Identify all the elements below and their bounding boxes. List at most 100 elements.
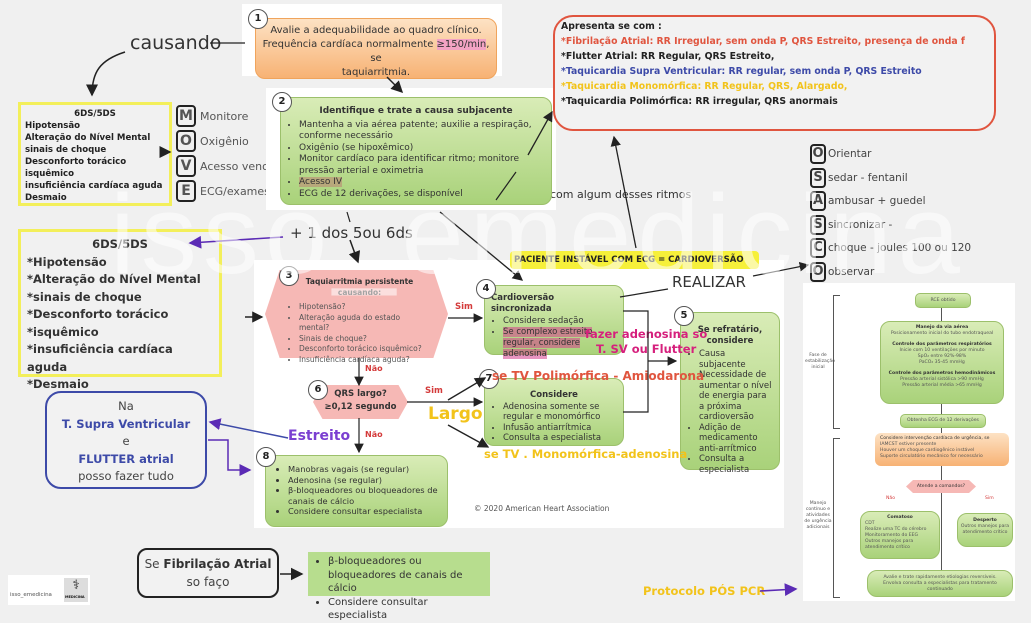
rhythm-item: *Taquicardia Monomórfica: RR Regular, QR…: [561, 81, 848, 92]
fa-green-item: Considere consultar especialista: [328, 596, 486, 623]
osasco-letter: S: [810, 167, 826, 188]
pos-pcr-s6: Comatoso CDT Realize uma TC do cérebro M…: [860, 511, 940, 559]
fa-line1-prefix: Se: [144, 557, 164, 571]
box-6ds-small-item: Desmaio: [25, 193, 67, 203]
move-text: Oxigênio: [200, 135, 249, 148]
step2-item: Acesso IV: [299, 177, 545, 189]
step2-item-text: Monitor cardíaco para identificar ritmo;…: [299, 154, 520, 176]
step4-item: Se complexo estreito regular, considere …: [503, 327, 617, 360]
step2-item: Monitor cardíaco para identificar ritmo;…: [299, 154, 545, 177]
label-realizar: REALIZAR: [672, 273, 746, 291]
box-6ds-large-item: *Alteração do Nível Mental: [27, 272, 201, 286]
osasco-letter: C: [810, 238, 826, 258]
copyright: © 2020 American Heart Association: [474, 504, 610, 513]
step7-item: Infusão antiarrítmica: [503, 423, 617, 434]
label-causando: causando: [130, 32, 222, 54]
step2-box: Identifique e trate a causa subjacente M…: [280, 97, 552, 205]
pos-pcr-s6-item: Realize uma TC do cérebro: [865, 527, 927, 532]
step2-item: Oxigênio (se hipoxêmico): [299, 143, 545, 155]
step5-item: Necessidade de aumentar o nível de energ…: [699, 370, 773, 423]
note-adenosina: fazer adenosina so T. SV ou Flutter: [585, 327, 707, 357]
rhythm-item: *Flutter Atrial: RR Regular, QRS Estreit…: [561, 51, 775, 62]
step6-content: QRS largo? ≥0,12 segundo: [318, 388, 403, 414]
pos-pcr-s4: Considere intervenção cardíaca de urgênc…: [875, 433, 1009, 466]
pos-pcr-s8: Avalie e trate rapidamente etiologias re…: [867, 570, 1013, 597]
logo-badge: MEDICINA: [65, 595, 85, 599]
step8-item: β-bloqueadores ou bloqueadores de canais…: [288, 485, 441, 506]
phase2-label: Manejo contínuo e atividades de urgência…: [804, 501, 832, 530]
step1-highlight: ≥150/min: [436, 39, 487, 50]
osasco-letter: O: [810, 261, 826, 282]
box-6ds-small-item: Hipotensão: [25, 121, 81, 131]
box-6ds-small: 6DS/5DS Hipotensão Alteração do Nível Me…: [18, 102, 172, 206]
step1-box: Avalie a adequabilidade ao quadro clínic…: [255, 18, 497, 79]
osasco-text: sedar - fentanil: [828, 171, 908, 184]
phase1-label: Fase de estabilização inicial: [805, 353, 835, 370]
step6-line2: ≥0,12 segundo: [324, 402, 397, 412]
step3-number: 3: [279, 266, 299, 286]
note-adenosina-line1: fazer adenosina so: [585, 327, 708, 341]
step3-item: Sinais de choque?: [299, 334, 432, 345]
svt-line: T. Supra Ventricular: [61, 416, 191, 431]
move-letter: O: [176, 130, 196, 152]
box-6ds-large-item: *insuficiência cardíaca aguda: [27, 342, 173, 374]
fa-line1-bold: Fibrilação Atrial: [163, 557, 272, 571]
osasco-letter: S: [810, 214, 826, 235]
pos-pcr-s5: Atende a comandos?: [906, 480, 976, 493]
osasco-text: Orientar: [828, 148, 872, 160]
step8-item: Adenosina (se regular): [288, 475, 441, 486]
banner-instavel: PACIENTE INSTÁVEL COM ECG = CARDIOVERSÃO: [510, 251, 759, 269]
logo: isso_emedicina ⚕ MEDICINA: [8, 575, 90, 605]
step4-number: 4: [476, 279, 496, 299]
pos-pcr-s7-title: Desperto: [973, 518, 997, 523]
box-6ds-small-item: Desconforto torácico isquêmico: [25, 157, 127, 179]
note-adenosina-line2: T. SV ou Flutter: [596, 342, 697, 356]
osasco-text: observar: [828, 265, 875, 278]
note-tv-monomorfica: se TV . Monomórfica-adenosina: [484, 447, 688, 461]
pos-pcr-s6-item: Monitoramento do EEG: [865, 533, 919, 538]
label-nao-step6: Não: [365, 430, 383, 439]
step5-box: Se refratário, considere Causa subjacent…: [680, 312, 780, 475]
box-6ds-small-title: 6DS/5DS: [74, 109, 116, 119]
box-6ds-small-item: sinais de choque: [25, 145, 107, 155]
pos-pcr-s3: Obtenha ECG de 12 derivações: [900, 414, 986, 428]
step3-item: Insuficiência cardíaca aguda?: [299, 355, 432, 366]
pos-pcr-s2-line: Inicie com 10 ventilações por minuto: [899, 348, 985, 353]
pos-pcr-panel: Fase de estabilização inicial Manejo con…: [803, 283, 1015, 601]
step8-box: Manobras vagais (se regular) Adenosina (…: [265, 455, 448, 527]
step8-item: Considere consultar especialista: [288, 506, 441, 517]
step8-number: 8: [256, 447, 276, 467]
step1-line3: taquiarritmia.: [341, 67, 411, 78]
label-estreito: Estreito: [288, 428, 351, 444]
osasco-text: choque - joules 100 ou 120: [828, 242, 972, 254]
pos-pcr-s4-item: Houver um choque cardiogênico instável: [880, 448, 975, 453]
pos-pcr-s2-title: Controle dos parâmetros respiratórios: [892, 342, 992, 347]
step7-item: Consulta a especialista: [503, 433, 617, 444]
pos-pcr-s4-title: Considere intervenção cardíaca de urgênc…: [880, 436, 990, 441]
step3-box: [265, 270, 448, 358]
pos-pcr-s2-line: PaCO₂ 35-45 mmHg: [919, 360, 965, 365]
move-letter: E: [176, 180, 196, 202]
label-nao-step3: Não: [365, 364, 383, 373]
step1-line2: Frequência cardíaca normalmente ≥150/min…: [256, 38, 496, 66]
pos-pcr-s4-item: IAMCST estiver presente: [880, 442, 937, 447]
osasco-letter: A: [810, 191, 826, 211]
step1-line1: Avalie a adequabilidade ao quadro clínic…: [270, 25, 482, 36]
move-text: Acesso venoso: [200, 160, 282, 173]
move-letter: M: [176, 105, 196, 127]
step2-number: 2: [272, 92, 292, 112]
rhythms-box: Apresenta se com : *Fibrilação Atrial: R…: [553, 15, 996, 131]
svt-line: posso fazer tudo: [78, 469, 174, 483]
box-6ds-large-item: *Desmaio: [27, 377, 89, 391]
svt-line: Na: [118, 399, 134, 413]
step4-item-text: Se complexo estreito regular, considere …: [503, 327, 593, 359]
step3-title: Taquiarritmia persistente causando:: [305, 277, 414, 297]
move-text: ECG/exames: [200, 185, 270, 198]
step5-number: 5: [674, 306, 694, 326]
step5-item-text: Adição de medicamento anti-arrítmico: [699, 422, 758, 454]
step6-line1: QRS largo?: [334, 389, 387, 399]
svt-line: e: [122, 434, 130, 448]
step2-item: Mantenha a via aérea patente; auxilie a …: [299, 120, 545, 143]
